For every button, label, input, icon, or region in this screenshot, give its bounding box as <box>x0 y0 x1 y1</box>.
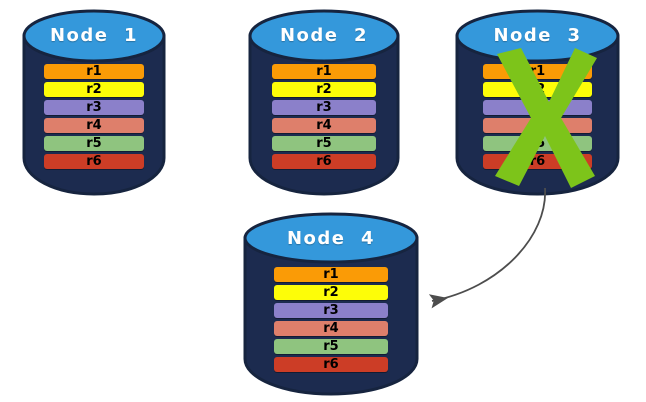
record-label: r5 <box>323 338 339 354</box>
record-label: r6 <box>86 153 102 169</box>
record-list-1: r1 r2 r3 r4 r5 r6 <box>22 64 166 169</box>
record-label: r4 <box>529 117 546 133</box>
record-list-4: r1 r2 r3 r4 r5 r6 <box>243 267 419 372</box>
record-label: r4 <box>316 117 332 133</box>
record-label: r3 <box>529 99 546 115</box>
record-label: r1 <box>323 266 339 282</box>
record-bar-r6[interactable]: r6 <box>44 154 144 169</box>
record-list-2: r1 r2 r3 r4 r5 r6 <box>248 64 400 169</box>
record-label: r1 <box>86 63 102 79</box>
record-bar-r6[interactable]: r6 <box>483 154 592 169</box>
record-label: r5 <box>529 135 546 151</box>
record-label: r6 <box>323 356 339 372</box>
record-label: r5 <box>86 135 102 151</box>
record-bar-r4[interactable]: r4 <box>44 118 144 133</box>
record-bar-r2[interactable]: r2 <box>44 82 144 97</box>
record-label: r2 <box>323 284 339 300</box>
record-bar-r1[interactable]: r1 <box>44 64 144 79</box>
record-bar-r1[interactable]: r1 <box>483 64 592 79</box>
record-bar-r2[interactable]: r2 <box>274 285 388 300</box>
record-bar-r2[interactable]: r2 <box>272 82 376 97</box>
record-bar-r1[interactable]: r1 <box>274 267 388 282</box>
record-bar-r6[interactable]: r6 <box>272 154 376 169</box>
node-cylinder-3[interactable]: Node 3 r1 r2 r3 r4 r5 r6 <box>455 8 620 196</box>
record-label: r1 <box>529 63 546 79</box>
record-bar-r1[interactable]: r1 <box>272 64 376 79</box>
record-bar-r2[interactable]: r2 <box>483 82 592 97</box>
record-label: r4 <box>323 320 339 336</box>
record-bar-r3[interactable]: r3 <box>44 100 144 115</box>
record-label: r1 <box>316 63 332 79</box>
record-label: r4 <box>86 117 102 133</box>
record-bar-r3[interactable]: r3 <box>483 100 592 115</box>
record-bar-r3[interactable]: r3 <box>274 303 388 318</box>
record-label: r2 <box>316 81 332 97</box>
record-bar-r5[interactable]: r5 <box>272 136 376 151</box>
record-label: r6 <box>529 153 546 169</box>
record-bar-r5[interactable]: r5 <box>483 136 592 151</box>
record-label: r3 <box>316 99 332 115</box>
record-list-3: r1 r2 r3 r4 r5 r6 <box>455 64 620 169</box>
record-bar-r5[interactable]: r5 <box>44 136 144 151</box>
record-label: r5 <box>316 135 332 151</box>
record-bar-r3[interactable]: r3 <box>272 100 376 115</box>
node-cylinder-1[interactable]: Node 1 r1 r2 r3 r4 r5 r6 <box>22 8 166 196</box>
record-label: r2 <box>529 81 546 97</box>
record-bar-r4[interactable]: r4 <box>274 321 388 336</box>
node-cylinder-2[interactable]: Node 2 r1 r2 r3 r4 r5 r6 <box>248 8 400 196</box>
record-bar-r4[interactable]: r4 <box>272 118 376 133</box>
record-label: r2 <box>86 81 102 97</box>
record-bar-r6[interactable]: r6 <box>274 357 388 372</box>
record-bar-r5[interactable]: r5 <box>274 339 388 354</box>
record-label: r3 <box>323 302 339 318</box>
record-label: r3 <box>86 99 102 115</box>
node-cylinder-4[interactable]: Node 4 r1 r2 r3 r4 r5 r6 <box>243 211 419 396</box>
record-bar-r4[interactable]: r4 <box>483 118 592 133</box>
record-label: r6 <box>316 153 332 169</box>
